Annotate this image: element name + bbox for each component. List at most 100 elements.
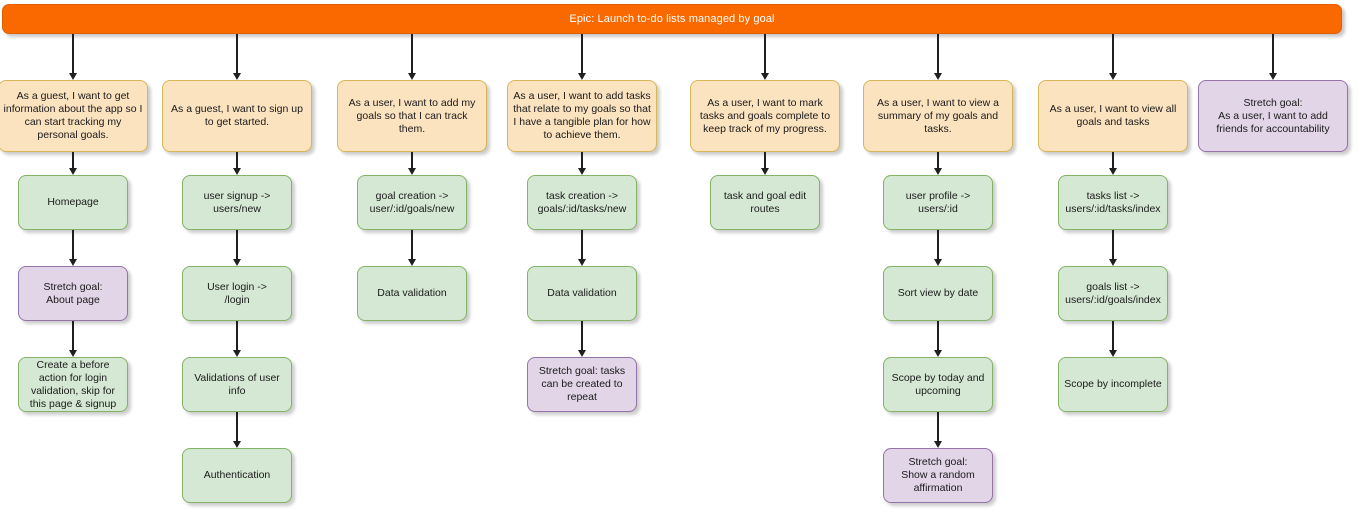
connector-arrowhead: [1109, 259, 1117, 266]
connector-line: [236, 34, 238, 74]
task-node[interactable]: goals list -> users/:id/goals/index: [1058, 266, 1168, 321]
connector-line: [581, 152, 583, 169]
node-label: Homepage: [47, 196, 99, 208]
node-label: As a guest, I want to sign up to get sta…: [171, 103, 303, 128]
connector-line: [937, 230, 939, 260]
node-label: Create a before action for login validat…: [29, 358, 117, 410]
connector-arrowhead: [69, 259, 77, 266]
connector-line: [1112, 230, 1114, 260]
task-node[interactable]: Authentication: [182, 448, 292, 503]
connector-arrowhead: [578, 259, 586, 266]
connector-arrowhead: [69, 350, 77, 357]
connector-line: [764, 152, 766, 169]
connector-arrowhead: [408, 259, 416, 266]
connector-arrowhead: [761, 73, 769, 80]
connector-line: [236, 412, 238, 442]
user-story-node[interactable]: As a user, I want to view all goals and …: [1038, 80, 1188, 152]
connector-line: [411, 230, 413, 260]
node-label: user profile -> users/:id: [905, 189, 971, 215]
task-node[interactable]: user profile -> users/:id: [883, 175, 993, 230]
user-story-node[interactable]: As a user, I want to add my goals so tha…: [337, 80, 487, 152]
task-node[interactable]: Create a before action for login validat…: [18, 357, 128, 412]
connector-line: [581, 34, 583, 74]
epic-title: Epic: Launch to-do lists managed by goal: [569, 12, 775, 25]
connector-line: [1272, 34, 1274, 74]
connector-arrowhead: [934, 350, 942, 357]
node-label: Authentication: [203, 469, 271, 481]
connector-arrowhead: [1109, 73, 1117, 80]
connector-arrowhead: [233, 73, 241, 80]
stretch-goal-node[interactable]: Stretch goal: As a user, I want to add f…: [1198, 80, 1348, 152]
connector-line: [1112, 321, 1114, 351]
connector-arrowhead: [578, 168, 586, 175]
connector-line: [937, 34, 939, 74]
connector-line: [236, 321, 238, 351]
connector-arrowhead: [1109, 168, 1117, 175]
user-story-node[interactable]: As a guest, I want to get information ab…: [0, 80, 148, 152]
node-label: User login -> /login: [207, 280, 267, 306]
node-label: Scope by today and upcoming: [891, 371, 985, 397]
connector-arrowhead: [1109, 350, 1117, 357]
node-label: goal creation -> user/:id/goals/new: [369, 189, 455, 215]
task-node[interactable]: Scope by incomplete: [1058, 357, 1168, 412]
node-label: As a user, I want to view all goals and …: [1049, 103, 1177, 128]
task-node[interactable]: goal creation -> user/:id/goals/new: [357, 175, 467, 230]
connector-line: [72, 230, 74, 260]
node-label: As a user, I want to view a summary of m…: [877, 96, 999, 135]
connector-arrowhead: [233, 259, 241, 266]
stretch-goal-node[interactable]: Stretch goal: tasks can be created to re…: [527, 357, 637, 412]
task-node[interactable]: Data validation: [357, 266, 467, 321]
node-label: As a user, I want to add tasks that rela…: [513, 90, 651, 141]
task-node[interactable]: tasks list -> users/:id/tasks/index: [1058, 175, 1168, 230]
connector-line: [236, 230, 238, 260]
task-node[interactable]: Validations of user info: [182, 357, 292, 412]
connector-arrowhead: [934, 259, 942, 266]
task-node[interactable]: user signup -> users/new: [182, 175, 292, 230]
connector-line: [411, 152, 413, 169]
node-label: user signup -> users/new: [203, 189, 271, 215]
connector-line: [72, 152, 74, 169]
node-label: Validations of user info: [194, 371, 280, 397]
connector-arrowhead: [934, 441, 942, 448]
user-story-node[interactable]: As a user, I want to view a summary of m…: [863, 80, 1013, 152]
connector-arrowhead: [761, 168, 769, 175]
connector-line: [72, 34, 74, 74]
task-node[interactable]: task and goal edit routes: [710, 175, 820, 230]
task-node[interactable]: Scope by today and upcoming: [883, 357, 993, 412]
task-node[interactable]: Data validation: [527, 266, 637, 321]
epic-banner[interactable]: Epic: Launch to-do lists managed by goal: [2, 4, 1342, 34]
node-label: Stretch goal: Show a random affirmation: [901, 456, 975, 494]
connector-arrowhead: [233, 168, 241, 175]
node-label: Stretch goal: tasks can be created to re…: [538, 365, 626, 403]
node-label: tasks list -> users/:id/tasks/index: [1065, 189, 1161, 215]
connector-line: [581, 321, 583, 351]
task-node[interactable]: User login -> /login: [182, 266, 292, 321]
node-label: Sort view by date: [897, 287, 979, 299]
node-label: As a user, I want to add my goals so tha…: [348, 96, 476, 135]
connector-arrowhead: [1269, 73, 1277, 80]
user-story-node[interactable]: As a user, I want to add tasks that rela…: [507, 80, 657, 152]
task-node[interactable]: Homepage: [18, 175, 128, 230]
connector-arrowhead: [578, 73, 586, 80]
connector-arrowhead: [69, 168, 77, 175]
task-node[interactable]: Sort view by date: [883, 266, 993, 321]
connector-line: [236, 152, 238, 169]
stretch-goal-node[interactable]: Stretch goal: About page: [18, 266, 128, 321]
node-label: Stretch goal: About page: [43, 280, 103, 306]
connector-arrowhead: [233, 441, 241, 448]
node-label: Scope by incomplete: [1064, 378, 1162, 390]
connector-arrowhead: [69, 73, 77, 80]
task-node[interactable]: task creation -> goals/:id/tasks/new: [527, 175, 637, 230]
connector-line: [937, 152, 939, 169]
connector-line: [72, 321, 74, 351]
connector-arrowhead: [578, 350, 586, 357]
node-label: Data validation: [377, 287, 447, 299]
user-story-node[interactable]: As a guest, I want to sign up to get sta…: [162, 80, 312, 152]
connector-arrowhead: [408, 73, 416, 80]
stretch-goal-node[interactable]: Stretch goal: Show a random affirmation: [883, 448, 993, 503]
node-label: Data validation: [547, 287, 617, 299]
connector-line: [764, 34, 766, 74]
node-label: As a guest, I want to get information ab…: [3, 90, 143, 141]
user-story-node[interactable]: As a user, I want to mark tasks and goal…: [690, 80, 840, 152]
